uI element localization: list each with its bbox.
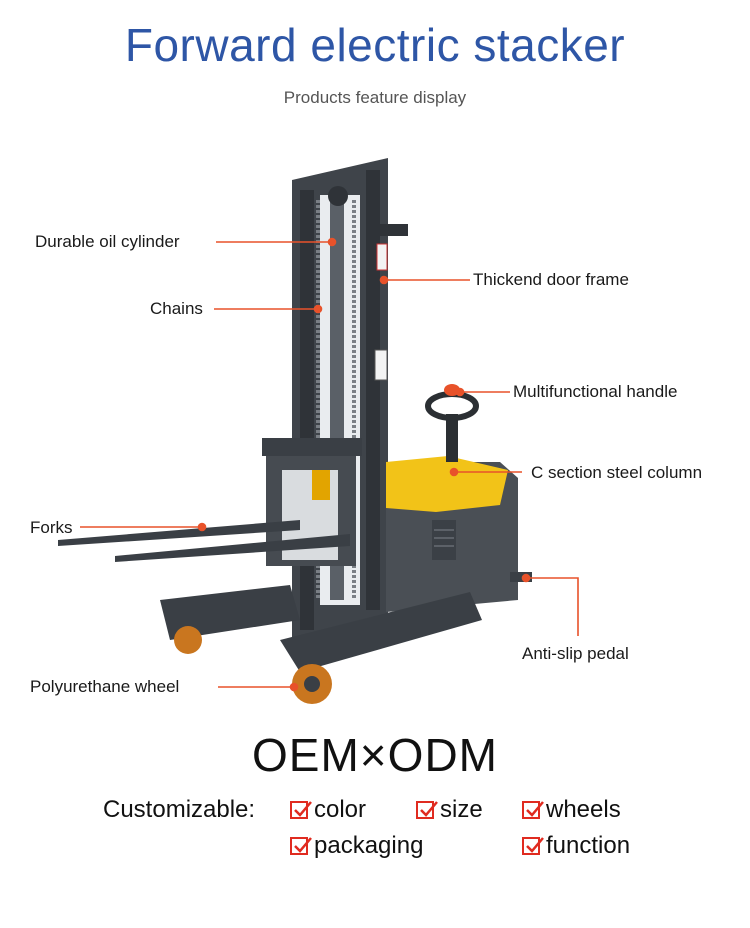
callout-wheel: Polyurethane wheel: [30, 677, 180, 696]
option-packaging: packaging: [290, 832, 423, 860]
forks: [58, 520, 350, 562]
option-label: function: [546, 832, 631, 859]
callout-door-frame: Thickend door frame: [473, 270, 629, 289]
callout-steel-column: C section steel column: [531, 463, 703, 482]
callout-pedal: Anti-slip pedal: [522, 644, 629, 663]
callout-oil-cylinder: Durable oil cylinder: [35, 232, 180, 251]
checkbox-checked-icon: [522, 837, 544, 855]
oem-odm-heading: OEM×ODM: [252, 729, 498, 781]
checkbox-checked-icon: [416, 801, 438, 819]
polyurethane-wheel: [174, 626, 202, 654]
option-label: wheels: [546, 796, 621, 823]
option-label: color: [314, 796, 367, 823]
legs: [160, 585, 482, 704]
page-title: Forward electric stacker: [124, 19, 626, 71]
callout-handle: Multifunctional handle: [513, 382, 678, 401]
power-unit: [386, 384, 532, 612]
page-subtitle: Products feature display: [283, 88, 467, 107]
checkbox-checked-icon: [290, 837, 312, 855]
callout-chains: Chains: [150, 299, 203, 318]
option-label: size: [440, 796, 483, 823]
callout-forks: Forks: [30, 518, 73, 537]
option-size: size: [416, 796, 483, 824]
option-function: function: [522, 832, 630, 860]
checkbox-checked-icon: [290, 801, 312, 819]
checkbox-checked-icon: [522, 801, 544, 819]
option-wheels: wheels: [522, 796, 621, 824]
option-label: packaging: [314, 832, 424, 859]
callout-lines: [80, 237, 579, 692]
option-color: color: [290, 796, 366, 824]
customizable-label: Customizable:: [103, 796, 256, 823]
